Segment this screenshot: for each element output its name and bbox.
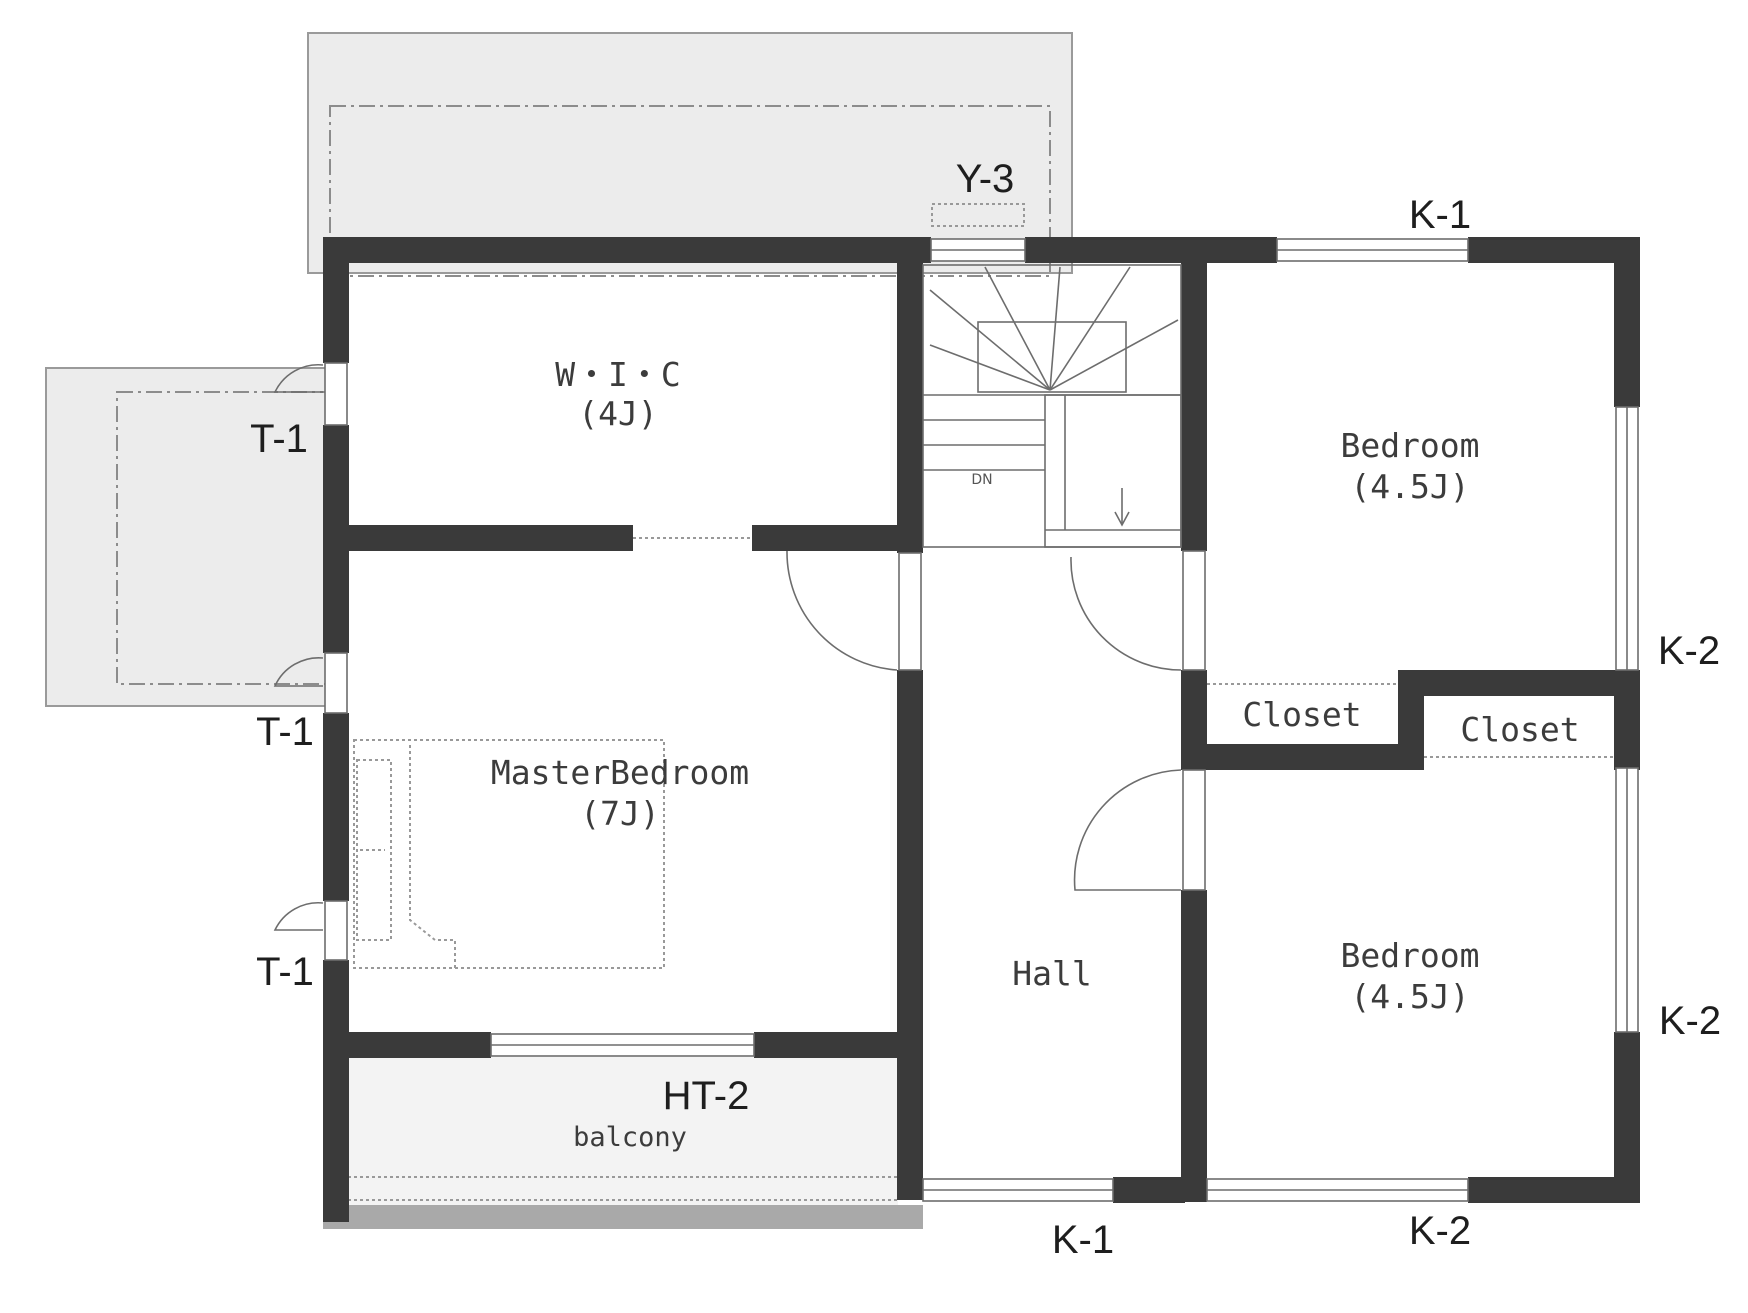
code-y3: Y-3: [956, 157, 1015, 201]
window-t1-lower: [324, 900, 348, 961]
left-roof: [45, 367, 329, 707]
wall-closet-stepped-3: [1398, 670, 1640, 696]
wall-top-left: [323, 237, 931, 263]
stair-lower-run: [1044, 394, 1182, 548]
bedroom-top-door-swing: [1070, 556, 1182, 671]
doors: [633, 537, 1614, 891]
code-k2-right-upper: K-2: [1658, 629, 1720, 673]
bed-pillow-edge: [409, 745, 456, 968]
stair-spoke-2: [984, 266, 1051, 391]
staircase: DN: [922, 203, 1182, 548]
stair-well: [977, 321, 1127, 393]
wall-top-mid: [1025, 237, 1277, 263]
bed-headboard: [356, 759, 392, 941]
wall-wic-divider-left: [323, 525, 633, 551]
balcony-label: balcony: [573, 1122, 687, 1153]
t1-lower-swing: [273, 901, 324, 931]
top-roof-eave-line: [329, 105, 1051, 277]
master-name: MasterBedroom: [491, 753, 749, 792]
code-k2-right-lower: K-2: [1659, 999, 1721, 1043]
code-t1-middle: T-1: [256, 710, 314, 754]
code-ht2: HT-2: [663, 1074, 750, 1118]
wall-right-3: [1614, 1032, 1640, 1202]
wall-top-right: [1468, 237, 1640, 263]
stair-outline: [922, 264, 1182, 548]
wall-left-4: [323, 960, 349, 1222]
wall-wic-divider-right: [752, 525, 922, 551]
wall-left-3: [323, 713, 349, 901]
bedroom-bottom-name: Bedroom: [1340, 936, 1479, 975]
roof-areas: [45, 32, 1073, 1229]
hall-label: Hall: [1012, 954, 1091, 993]
wall-closet-right-post: [1614, 696, 1640, 770]
stair-spoke-3: [1049, 266, 1061, 391]
code-k1-bottom: K-1: [1052, 1218, 1114, 1262]
stair-dn-mark: DN: [971, 472, 992, 488]
master-door-swing: [786, 550, 898, 671]
walls: [323, 237, 1640, 1222]
stair-spoke-5: [1049, 319, 1179, 391]
bedroom-top-name: Bedroom: [1340, 426, 1479, 465]
wall-closet-stepped-1: [1181, 744, 1417, 770]
wall-stair-right: [1181, 237, 1207, 551]
bedroom-bottom-door-swing: [1073, 769, 1182, 891]
wall-hall-right-low: [1181, 890, 1207, 1202]
bedroom-bottom-size: (4.5J): [1350, 977, 1469, 1016]
wall-right-1: [1614, 237, 1640, 407]
t1-upper-swing: [273, 363, 324, 393]
wall-master-hall-lower: [897, 670, 923, 1200]
window-t1-upper: [324, 362, 348, 426]
wic-name: W・I・C: [555, 355, 681, 394]
closet-right-label: Closet: [1460, 710, 1579, 749]
window-t1-middle: [324, 652, 348, 714]
balcony-edge: [323, 1205, 923, 1229]
code-t1-upper: T-1: [250, 417, 308, 461]
bed-frame: [353, 739, 665, 969]
code-t1-lower: T-1: [256, 950, 314, 994]
room-labels: W・I・C (4J) MasterBedroom (7J) Bedroom (4…: [491, 355, 1580, 1153]
wall-bottom-b: [1468, 1177, 1640, 1203]
wall-left-1: [323, 237, 349, 363]
bedroom-top-door-jamb: [1182, 550, 1206, 671]
stair-spoke-4: [1049, 266, 1131, 391]
wall-master-hall-upper: [897, 237, 923, 553]
windows: [273, 238, 1639, 1202]
stair-spoke-6: [929, 344, 1051, 391]
bedroom-bottom-door-jamb: [1182, 769, 1206, 891]
balcony-floor: [346, 1057, 898, 1207]
wall-bottom-a: [1113, 1177, 1185, 1203]
closet-left-label: Closet: [1242, 695, 1361, 734]
top-roof: [307, 32, 1073, 274]
wic-size: (4J): [578, 394, 657, 433]
stair-arrow-head: [1114, 511, 1130, 527]
window-code-labels: Y-3 K-1 K-2 K-2 K-1 K-2 T-1 T-1 T-1 HT-2: [250, 157, 1721, 1262]
stair-spoke-1: [929, 289, 1051, 391]
window-y3-outline: [931, 203, 1025, 227]
code-k1-top: K-1: [1409, 193, 1471, 237]
master-size: (7J): [580, 794, 659, 833]
wall-balcony-right: [754, 1032, 922, 1058]
t1-middle-swing: [273, 657, 324, 687]
master-door-jamb: [898, 552, 922, 671]
wall-balcony-left: [323, 1032, 491, 1058]
bed-outline: [353, 739, 665, 969]
bedroom-top-size: (4.5J): [1350, 467, 1469, 506]
code-k2-bottom: K-2: [1409, 1209, 1471, 1253]
